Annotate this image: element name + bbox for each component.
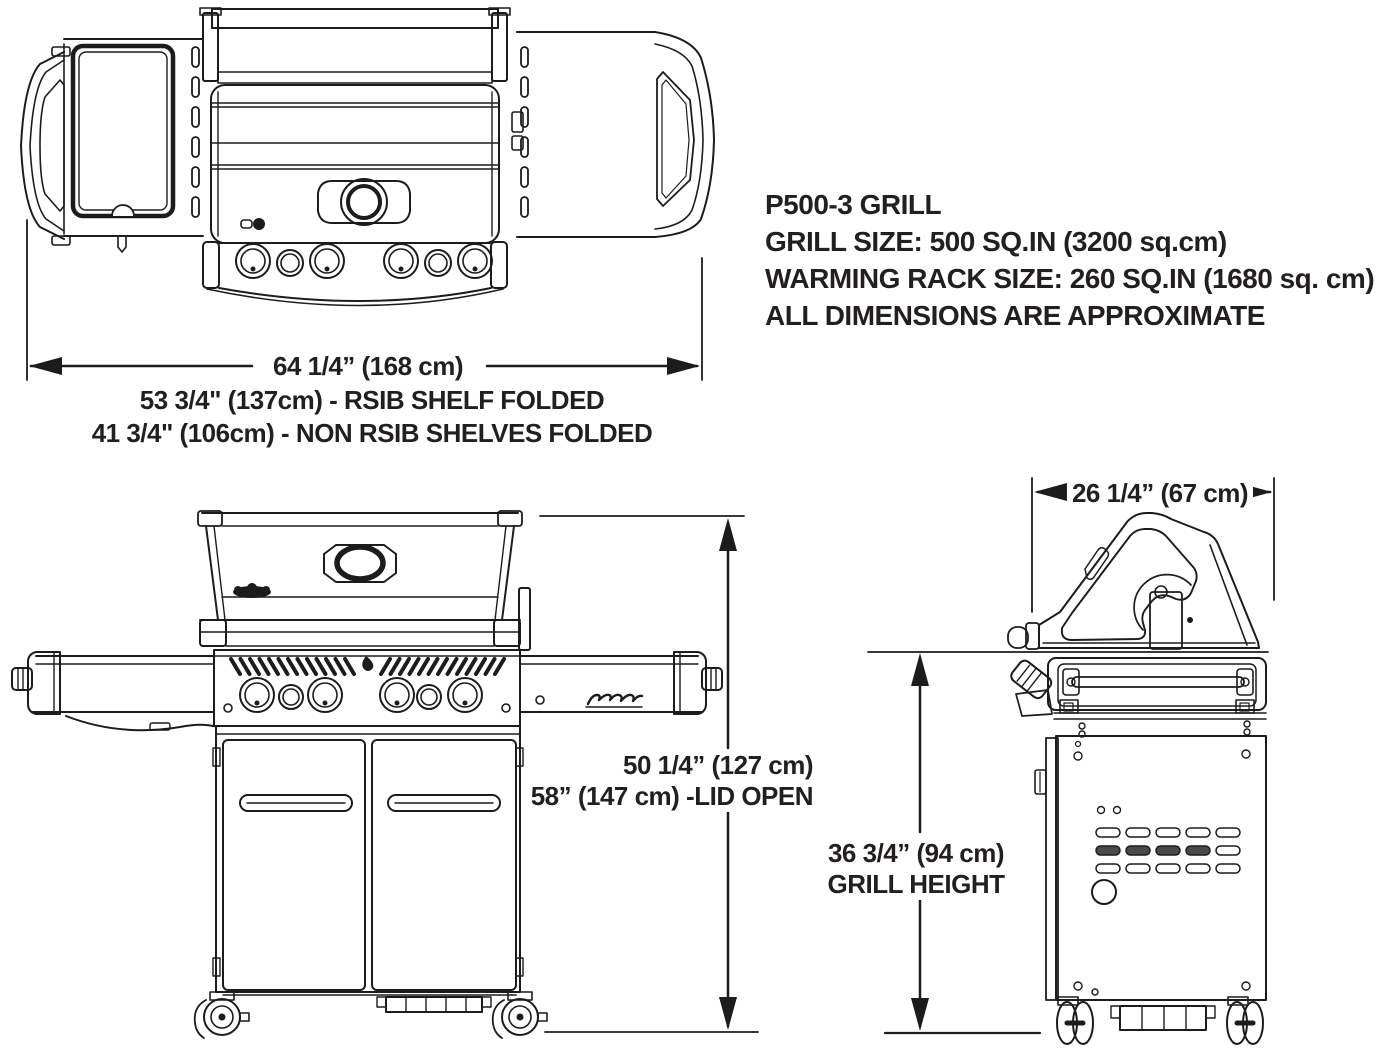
dimension-grill-height bbox=[911, 653, 929, 1031]
dim-label-height-lid-closed: 50 1/4” (127 cm) bbox=[622, 750, 814, 780]
model-name: P500-3 GRILL bbox=[765, 189, 942, 220]
left-shelf-endcap-top bbox=[20, 46, 71, 246]
burner-knobs bbox=[239, 677, 483, 713]
vent-slots-left bbox=[229, 657, 356, 676]
base-block-side bbox=[1110, 1005, 1216, 1031]
dim-label-width-rsib-folded: 53 3/4" (137cm) - RSIB SHELF FOLDED bbox=[134, 385, 610, 416]
dimension-height bbox=[539, 515, 759, 1033]
lid-rear-hinge bbox=[199, 7, 511, 84]
rotisserie-motor-bracket bbox=[1149, 591, 1183, 650]
firebox-side bbox=[1010, 657, 1267, 717]
dim-label-width-non-rsib-folded: 41 3/4" (106cm) - NON RSIB SHELVES FOLDE… bbox=[86, 418, 658, 449]
cabinet-door-left bbox=[222, 739, 366, 991]
cabinet-side bbox=[1034, 735, 1267, 1001]
dim-label-overall-width: 64 1/4” (168 cm) bbox=[267, 351, 469, 382]
door-edge-strip bbox=[1045, 737, 1059, 1001]
right-side-shelf-top bbox=[511, 31, 656, 238]
rotisserie-knob bbox=[701, 667, 723, 691]
dimension-overall-width bbox=[26, 219, 703, 381]
warming-rack-spec: WARMING RACK SIZE: 260 SQ.IN (1680 sq. c… bbox=[765, 263, 1375, 294]
caster-front-right bbox=[491, 991, 548, 1039]
grill-size-spec: GRILL SIZE: 500 SQ.IN (3200 sq.cm) bbox=[765, 226, 1227, 257]
base-vent-block bbox=[376, 996, 492, 1013]
caster-side-left bbox=[1056, 988, 1099, 1045]
front-view-drawing bbox=[11, 510, 759, 1039]
rotisserie-rod bbox=[1071, 676, 1245, 688]
control-panel-front bbox=[213, 649, 521, 727]
hood-handle-cutout bbox=[1061, 528, 1198, 641]
cabinet-front bbox=[212, 725, 524, 1013]
door-handle-right bbox=[387, 794, 501, 812]
dim-label-grill-height: 36 3/4” (94 cm) GRILL HEIGHT bbox=[822, 838, 1010, 900]
lid-latch bbox=[240, 219, 253, 229]
arrow-up-icon bbox=[719, 518, 737, 551]
gas-hose bbox=[65, 715, 214, 732]
lid-handle-top bbox=[317, 180, 411, 224]
side-view-drawing bbox=[867, 477, 1275, 1045]
lid-handle-front bbox=[323, 544, 397, 583]
dim-label-depth: 26 1/4” (67 cm) bbox=[1066, 478, 1254, 509]
left-side-shelf-front bbox=[11, 651, 215, 732]
cutting-board bbox=[70, 43, 176, 219]
vent-slots-right bbox=[379, 657, 506, 676]
side-burner-knob bbox=[11, 667, 33, 691]
arrow-left-icon bbox=[1034, 483, 1067, 501]
cabinet-door-right bbox=[371, 739, 517, 991]
approximate-note: ALL DIMENSIONS ARE APPROXIMATE bbox=[765, 300, 1265, 331]
right-shelf-endcap-top bbox=[654, 31, 715, 238]
arrow-left-icon bbox=[29, 357, 62, 375]
grill-lid-top bbox=[210, 84, 500, 244]
cart-frame-side bbox=[1053, 712, 1267, 738]
title-block: P500-3 GRILL GRILL SIZE: 500 SQ.IN (3200… bbox=[765, 186, 1375, 334]
arrow-down-icon bbox=[719, 997, 737, 1030]
napoleon-logo-script bbox=[586, 693, 644, 706]
arrow-up-icon bbox=[911, 653, 929, 686]
caster-side-right bbox=[1226, 996, 1264, 1045]
dim-label-height: 50 1/4” (127 cm) 58” (147 cm) -LID OPEN bbox=[525, 750, 818, 812]
napoleon-badge bbox=[233, 583, 271, 598]
arrow-down-icon bbox=[911, 998, 929, 1031]
dim-label-height-lid-open: 58” (147 cm) -LID OPEN bbox=[530, 781, 814, 811]
arrow-right-icon bbox=[667, 357, 700, 375]
shelf-slots bbox=[191, 46, 529, 218]
flame-icon bbox=[362, 656, 374, 671]
left-side-shelf-top bbox=[63, 38, 204, 253]
rotisserie-mount bbox=[518, 587, 531, 651]
cabinet-vent-grid bbox=[1095, 827, 1241, 874]
door-handle-left bbox=[239, 794, 353, 812]
caster-front-left bbox=[193, 991, 250, 1039]
match-holder-hole bbox=[1091, 879, 1117, 905]
grill-height-value: 36 3/4” (94 cm) bbox=[827, 838, 1005, 868]
control-panel-top bbox=[202, 241, 508, 307]
grill-lid-front bbox=[197, 510, 531, 651]
top-view-drawing bbox=[20, 7, 715, 381]
right-side-shelf-front bbox=[519, 651, 723, 715]
grill-height-caption: GRILL HEIGHT bbox=[827, 869, 1005, 899]
hood-side-profile bbox=[1007, 512, 1260, 650]
